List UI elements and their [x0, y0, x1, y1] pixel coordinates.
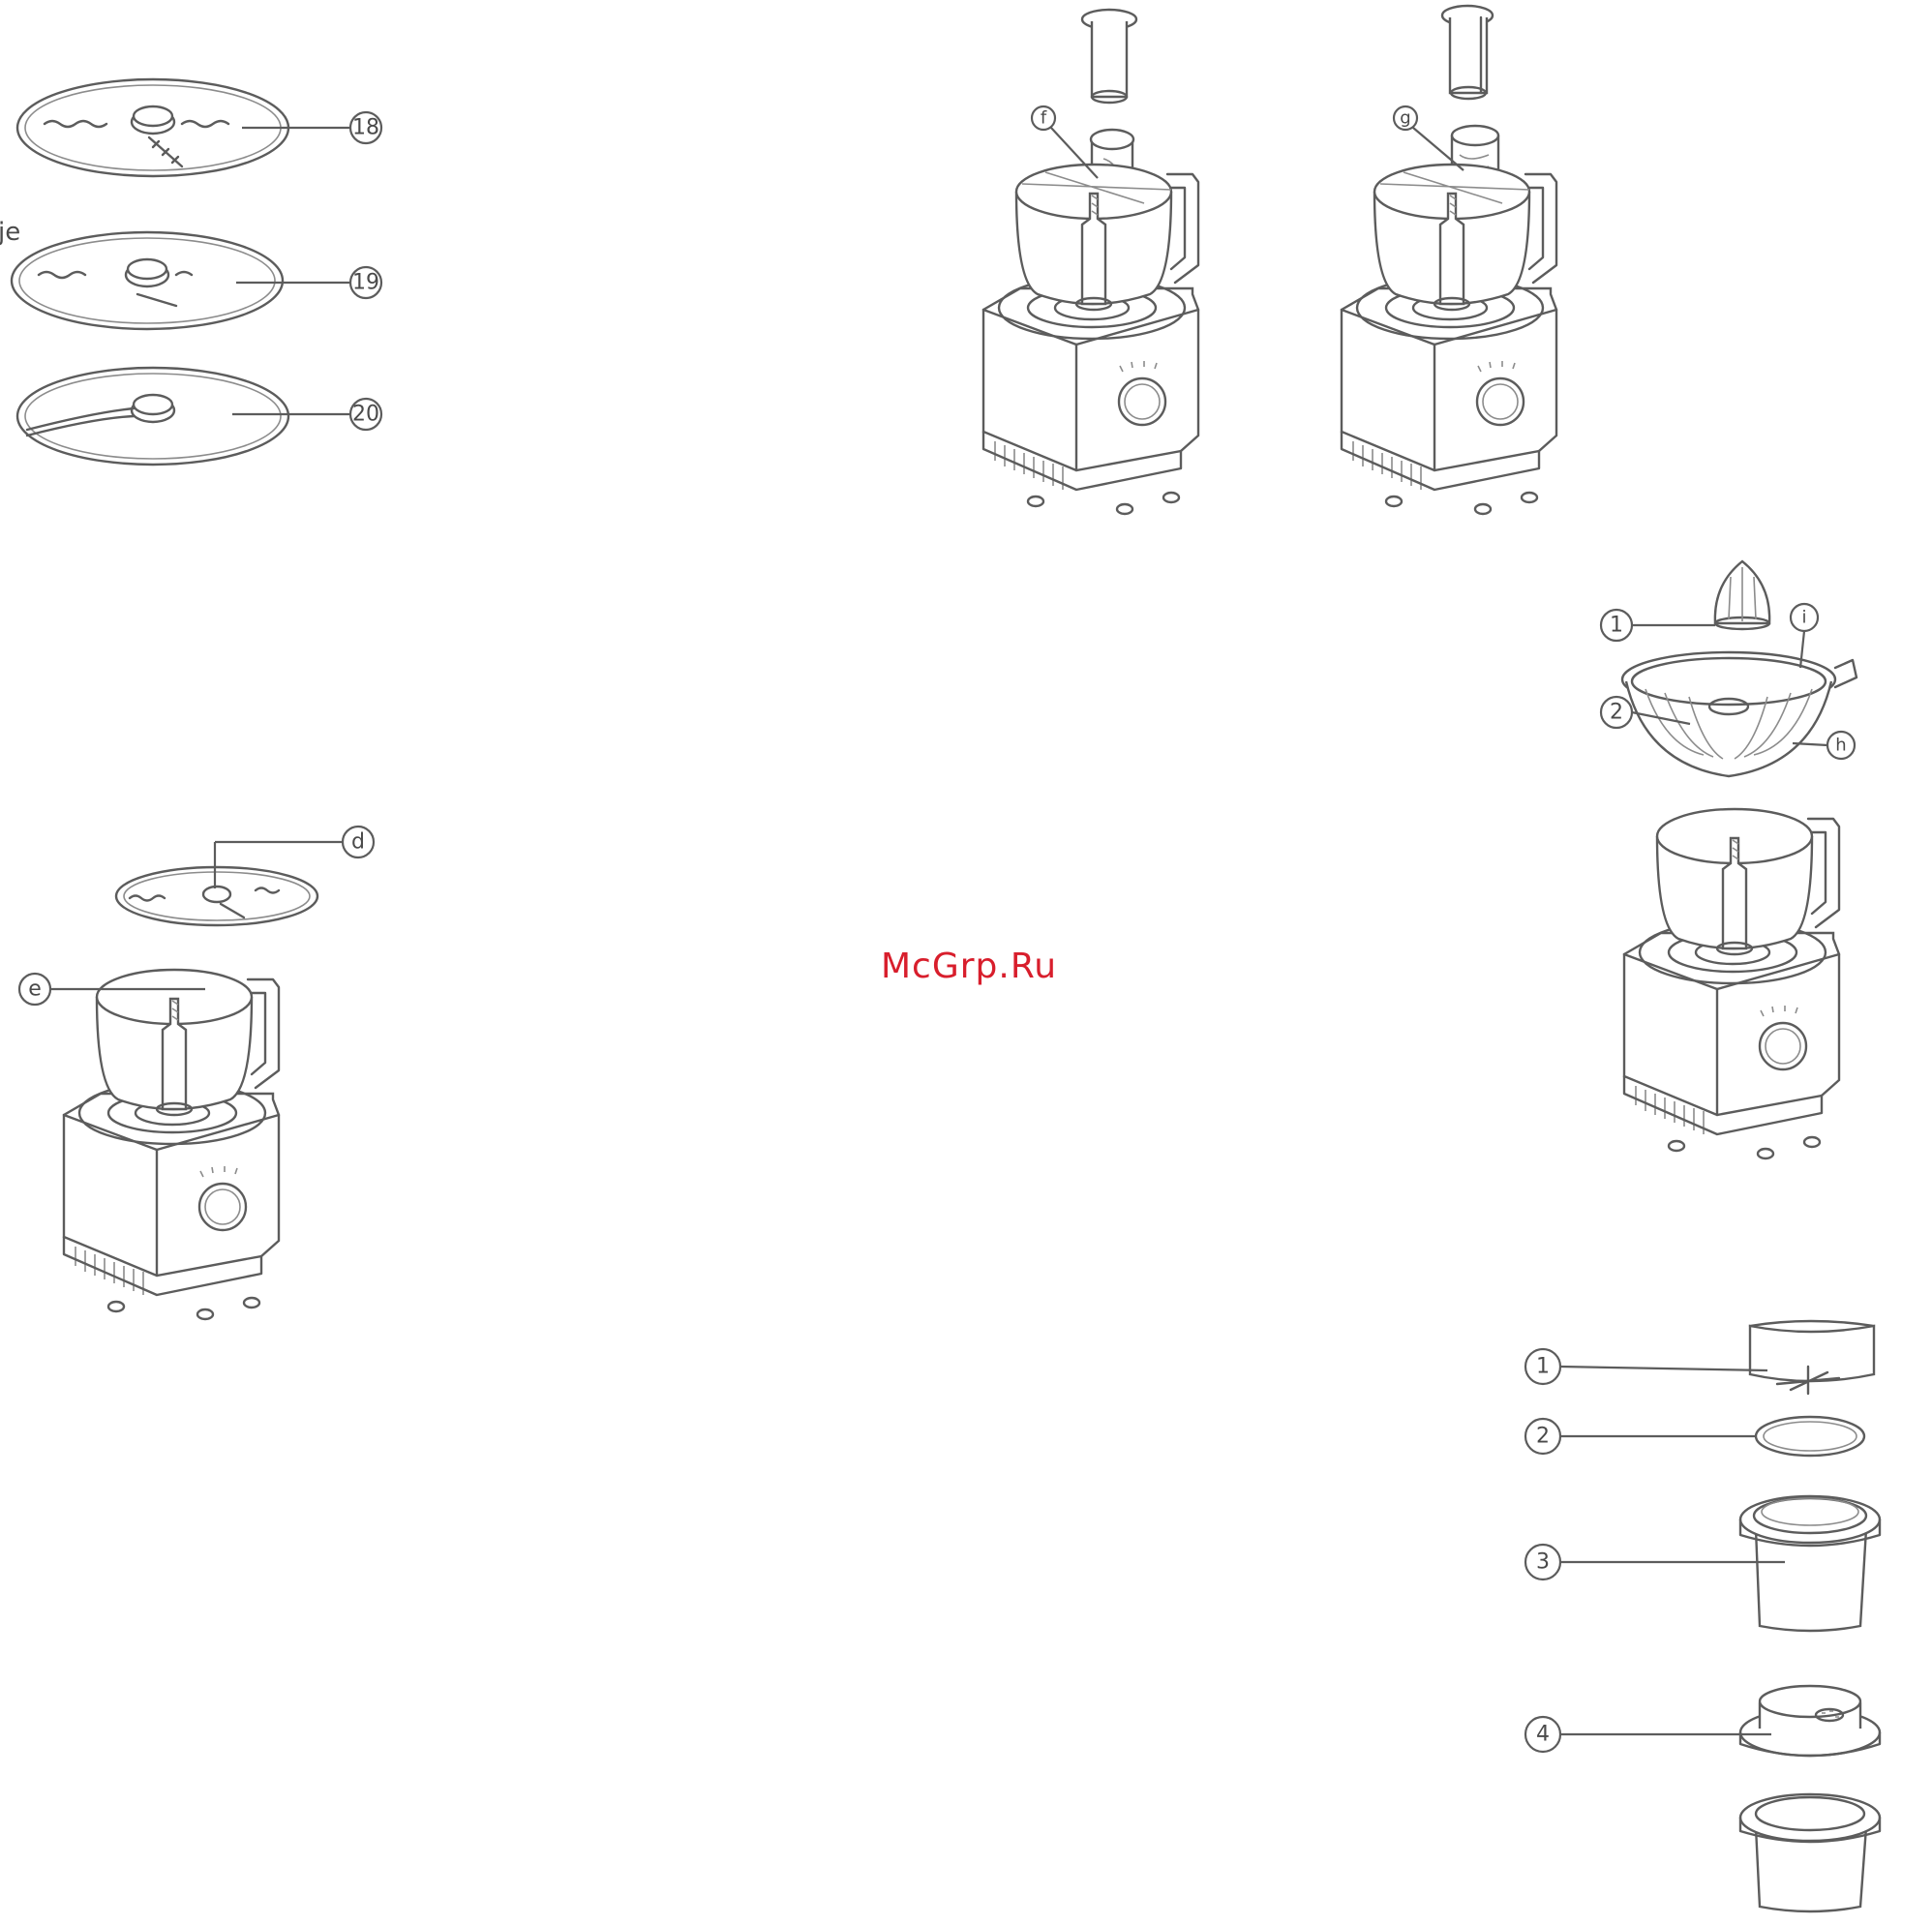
- assembly-pusher-left: [983, 10, 1198, 514]
- svg-text:4: 4: [1536, 1723, 1550, 1747]
- mill-lid: [1740, 1686, 1880, 1756]
- callout-mill-2: 2: [1525, 1419, 1756, 1454]
- svg-text:2: 2: [1536, 1425, 1550, 1449]
- citrus-press-cone: [1715, 561, 1769, 629]
- callout-cp-1: 1: [1601, 610, 1715, 641]
- assembly-pusher-right: [1342, 6, 1556, 514]
- citrus-press-base: [1624, 809, 1839, 1158]
- mill-blade-unit: [1750, 1321, 1874, 1394]
- svg-text:1: 1: [1536, 1355, 1550, 1379]
- callout-mill-3: 3: [1525, 1545, 1785, 1579]
- disc-19: [12, 232, 283, 329]
- svg-text:f: f: [1041, 108, 1047, 129]
- edge-fragment-text: je: [0, 218, 20, 247]
- svg-text:1: 1: [1610, 614, 1623, 638]
- svg-text:18: 18: [352, 116, 379, 140]
- svg-text:i: i: [1801, 608, 1806, 628]
- watermark-text: McGrp.Ru: [881, 947, 1057, 986]
- svg-text:19: 19: [352, 271, 379, 295]
- svg-text:e: e: [28, 978, 42, 1002]
- callout-mill-1: 1: [1525, 1349, 1767, 1384]
- mill-spare-cup: [1740, 1794, 1880, 1911]
- callout-mill-4: 4: [1525, 1717, 1771, 1752]
- assembly-chopper-base: [64, 970, 279, 1319]
- mill-seal-ring: [1756, 1417, 1864, 1456]
- mill-cup: [1740, 1496, 1880, 1631]
- svg-text:2: 2: [1610, 701, 1623, 725]
- disc-20: [17, 368, 288, 465]
- svg-text:d: d: [351, 830, 365, 855]
- citrus-press-strainer: [1622, 652, 1857, 776]
- svg-text:h: h: [1835, 736, 1846, 756]
- svg-text:3: 3: [1536, 1550, 1550, 1575]
- svg-text:g: g: [1400, 108, 1410, 129]
- svg-text:20: 20: [352, 403, 379, 427]
- assembly-chopper-disc: [116, 867, 317, 925]
